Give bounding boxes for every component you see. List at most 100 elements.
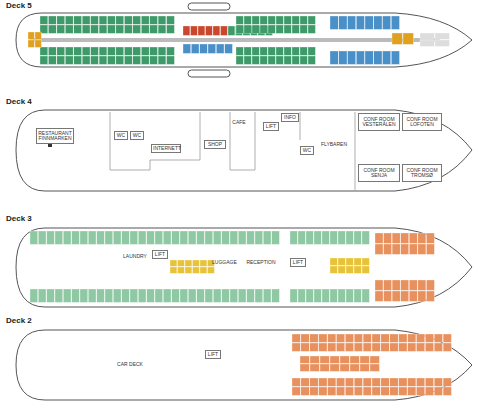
cabin bbox=[80, 231, 88, 244]
room-name: FLYBAREN bbox=[321, 142, 347, 147]
cabin bbox=[130, 289, 138, 302]
cabin bbox=[370, 356, 379, 363]
cabin bbox=[221, 26, 228, 35]
cabin bbox=[375, 280, 383, 290]
room-name: INTERNETT bbox=[153, 146, 179, 151]
room-name: LUGGAGE bbox=[212, 260, 236, 265]
cabin bbox=[178, 267, 185, 273]
cabin bbox=[230, 289, 238, 302]
cabin bbox=[426, 244, 434, 254]
cabin bbox=[345, 343, 353, 351]
cabin bbox=[306, 289, 313, 302]
cabin bbox=[301, 334, 309, 342]
cabin bbox=[276, 16, 283, 24]
cabin bbox=[409, 280, 417, 290]
cabin bbox=[150, 56, 158, 64]
room-box: LIFT bbox=[290, 258, 306, 267]
cabin bbox=[88, 231, 96, 244]
cabin bbox=[346, 258, 353, 265]
cabin bbox=[255, 289, 263, 302]
cabin bbox=[124, 25, 132, 33]
cabin bbox=[401, 280, 409, 290]
cabin bbox=[374, 51, 382, 64]
cabin bbox=[384, 244, 392, 254]
cabin bbox=[158, 25, 166, 33]
cabin bbox=[391, 16, 399, 29]
cabin bbox=[348, 51, 356, 64]
cabin bbox=[172, 289, 180, 302]
area-label: CAFE bbox=[226, 118, 252, 127]
walls bbox=[110, 112, 355, 190]
cabin bbox=[416, 378, 424, 386]
cabin bbox=[425, 334, 433, 342]
cabin bbox=[97, 231, 105, 244]
cabin bbox=[383, 16, 391, 29]
cabin bbox=[30, 231, 38, 244]
cabin bbox=[205, 231, 213, 244]
room-name: CAR DECK bbox=[117, 362, 143, 367]
cabin bbox=[310, 356, 319, 363]
room-box: CONF ROOM SENJA bbox=[358, 164, 400, 182]
cabin bbox=[260, 47, 267, 55]
cabin bbox=[74, 56, 82, 64]
area-label: LAUNDRY bbox=[120, 252, 150, 262]
cabin bbox=[292, 56, 299, 64]
cabin bbox=[158, 56, 166, 64]
cabin bbox=[99, 56, 107, 64]
cabin bbox=[141, 56, 149, 64]
cabin bbox=[284, 16, 291, 24]
cabin bbox=[133, 56, 141, 64]
cabin bbox=[180, 231, 188, 244]
cabin bbox=[346, 231, 353, 244]
cabin bbox=[48, 47, 56, 55]
cabin bbox=[328, 334, 336, 342]
cabin bbox=[185, 260, 192, 266]
cabin bbox=[208, 44, 216, 53]
cabin bbox=[292, 25, 299, 33]
cabin bbox=[198, 26, 205, 35]
cabin bbox=[91, 47, 99, 55]
cabin bbox=[260, 25, 267, 33]
cabin bbox=[443, 334, 451, 342]
cabin bbox=[292, 378, 300, 386]
cabin bbox=[216, 44, 224, 53]
cabin bbox=[310, 364, 319, 371]
cabin bbox=[155, 231, 163, 244]
cabin bbox=[292, 47, 299, 55]
cabin bbox=[99, 47, 107, 55]
cabin bbox=[141, 47, 149, 55]
cabin bbox=[320, 356, 329, 363]
cabin bbox=[336, 343, 344, 351]
cabin bbox=[401, 244, 409, 254]
cabin bbox=[28, 32, 34, 39]
hull-outline bbox=[16, 13, 472, 67]
cabin bbox=[105, 231, 113, 244]
cabin bbox=[167, 56, 175, 64]
cabin bbox=[74, 47, 82, 55]
cabin bbox=[40, 16, 48, 24]
cabin bbox=[360, 356, 369, 363]
cabin bbox=[290, 289, 297, 302]
cabin bbox=[163, 289, 171, 302]
cabin bbox=[345, 387, 353, 395]
cabin bbox=[247, 289, 255, 302]
cabin bbox=[185, 267, 192, 273]
corridor bbox=[30, 38, 440, 42]
cabin bbox=[65, 25, 73, 33]
cabin bbox=[320, 364, 329, 371]
cabin bbox=[236, 25, 243, 33]
cabin bbox=[298, 231, 305, 244]
lifeboat bbox=[188, 70, 230, 77]
cabin bbox=[319, 343, 327, 351]
cabin bbox=[290, 231, 297, 244]
cabin bbox=[408, 387, 416, 395]
cabin bbox=[276, 47, 283, 55]
cabin bbox=[178, 260, 185, 266]
cabin bbox=[365, 51, 373, 64]
cabin bbox=[263, 289, 271, 302]
cabin bbox=[301, 378, 309, 386]
cabin bbox=[345, 334, 353, 342]
deck-title: Deck 3 bbox=[6, 214, 32, 223]
cabin bbox=[65, 56, 73, 64]
cabin bbox=[167, 16, 175, 24]
